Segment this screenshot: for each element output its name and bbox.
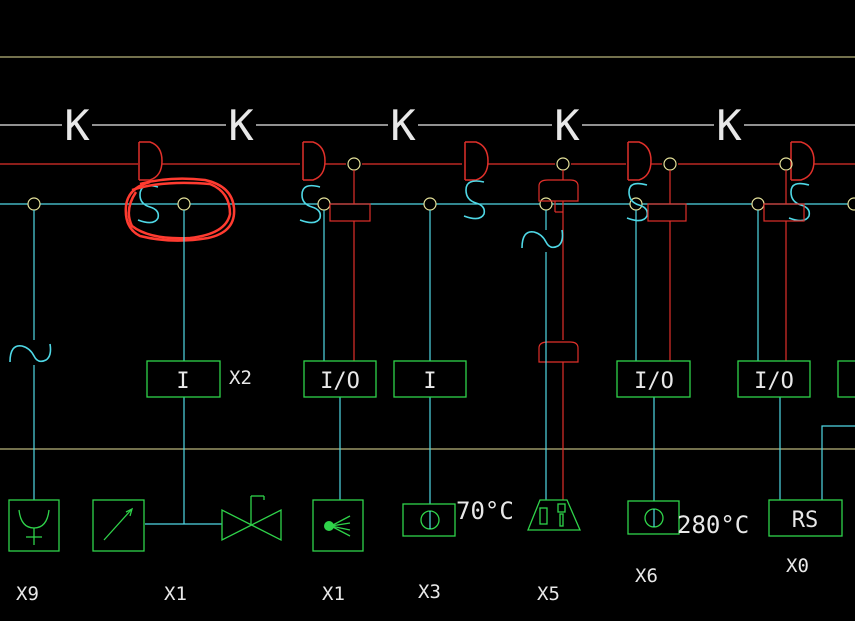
- s-symbol-5: [788, 182, 811, 222]
- module-box-5: [737, 360, 811, 398]
- module-label-3: I: [423, 369, 436, 394]
- device-tag-x0: X0: [786, 555, 809, 577]
- temperature-label-2: 280°C: [677, 511, 749, 539]
- feeder-lines: [33, 210, 855, 525]
- bus-label-k-2: K: [228, 101, 254, 150]
- d-symbol-3: [464, 141, 489, 181]
- module-label-4: I/O: [634, 369, 674, 394]
- module-box-6-partial: [837, 360, 855, 398]
- relay-elements: [329, 170, 805, 500]
- device-tag-x3: X3: [418, 581, 441, 603]
- device-inner-lines: [429, 509, 655, 529]
- s-symbol-1: [137, 184, 160, 224]
- modules: [146, 360, 855, 398]
- temperature-label-1: 70°C: [456, 497, 514, 525]
- device-box-rs: [768, 499, 843, 537]
- module-label-1: I: [176, 369, 189, 394]
- red-circle-markup: [124, 177, 236, 242]
- s-symbol-2: [299, 184, 322, 224]
- device-label-rs: RS: [792, 508, 819, 533]
- d-symbols: [138, 141, 815, 181]
- cup-icon: [18, 509, 50, 545]
- light-emitter-dot: [324, 521, 334, 531]
- device-box-x9: [8, 499, 60, 552]
- device-tag-x5: X5: [537, 583, 560, 605]
- bus-label-k-3: K: [390, 101, 416, 150]
- gauge-icon: [103, 507, 134, 541]
- module-box-1: [146, 360, 221, 398]
- bus-label-k-5: K: [716, 101, 742, 150]
- s-symbol-3: [463, 180, 486, 220]
- d-symbol-5: [790, 141, 815, 181]
- device-box-x6: [627, 500, 680, 535]
- d-symbol-4: [627, 141, 652, 181]
- device-box-x1b: [312, 499, 364, 552]
- device-tag-x9: X9: [16, 583, 39, 605]
- d-symbol-2: [302, 141, 326, 181]
- module-box-2: [303, 360, 377, 398]
- flame-sensor-icon: [527, 499, 581, 531]
- bus-label-k-4: K: [554, 101, 580, 150]
- device-tag-x1a: X1: [164, 583, 187, 605]
- module-box-3: [393, 360, 467, 398]
- module-tag-x2: X2: [229, 367, 252, 389]
- module-label-5: I/O: [754, 369, 794, 394]
- s-symbols: [137, 180, 811, 224]
- module-label-2: I/O: [320, 369, 360, 394]
- device-box-x1a: [92, 499, 145, 552]
- device-tag-x1b: X1: [322, 583, 345, 605]
- light-emitter-icon: [330, 515, 351, 537]
- bus-label-k-1: K: [64, 101, 90, 150]
- valve-icon: [221, 495, 282, 542]
- s-symbol-4: [626, 182, 649, 222]
- d-symbol-1: [138, 141, 163, 181]
- tilde-symbols: [9, 229, 564, 363]
- device-tag-x6: X6: [635, 565, 658, 587]
- device-box-x3: [402, 503, 456, 537]
- module-box-4: [616, 360, 691, 398]
